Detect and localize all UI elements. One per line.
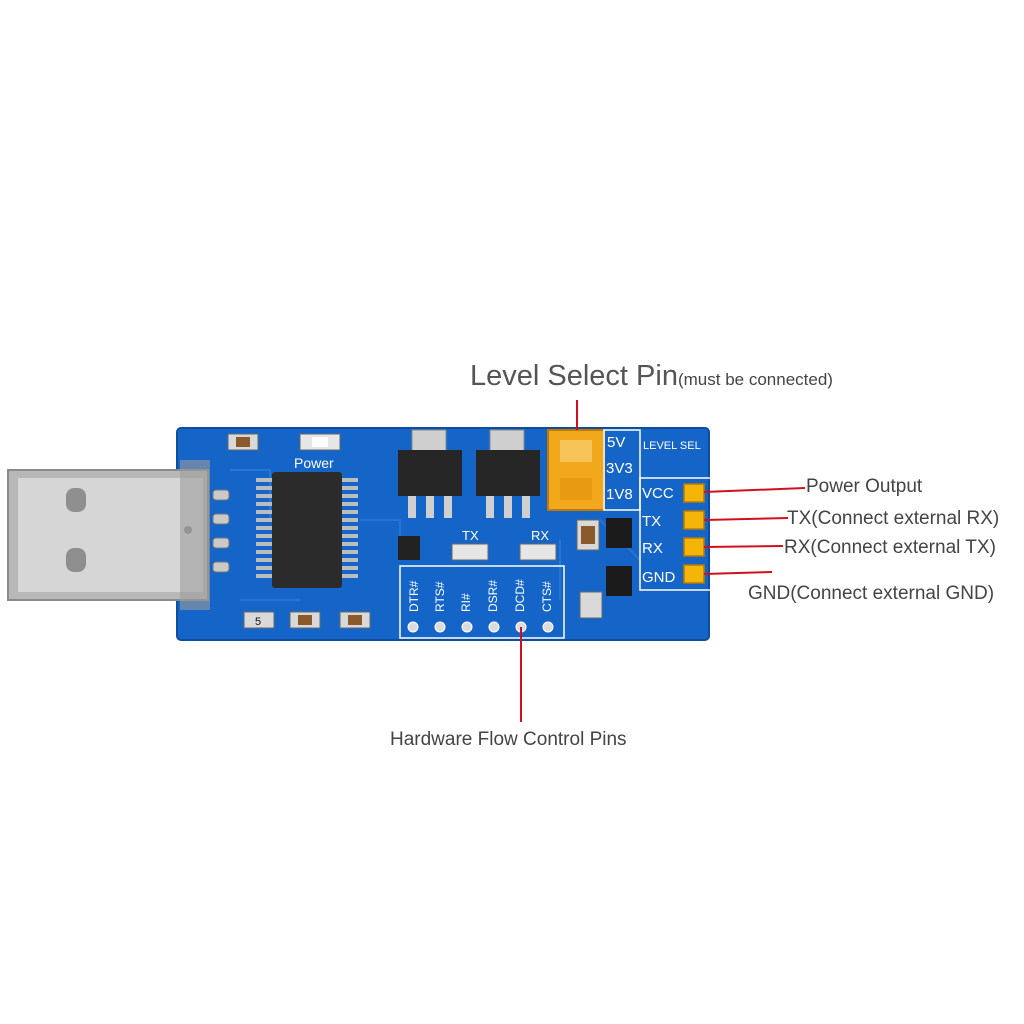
- pin-gnd: [683, 564, 705, 584]
- ft232-chip: [256, 472, 358, 588]
- leader-tx: [703, 517, 789, 521]
- resistor-code: 5: [255, 616, 261, 628]
- header-label-gnd: GND: [642, 569, 676, 586]
- flow-pin-label: DSR#: [486, 580, 500, 612]
- level-option-5v: 5V: [607, 434, 625, 451]
- level-option-1v8: 1V8: [606, 486, 633, 503]
- flow-pin-label: CTS#: [540, 581, 554, 612]
- leader-gnd: [703, 571, 773, 575]
- flow-pin-label: RI#: [459, 593, 473, 612]
- header-pin-box: [639, 477, 713, 591]
- flow-pin-label: RTS#: [433, 581, 447, 612]
- usb-a-plug: [7, 460, 210, 610]
- flow-pin-labels: DTR# RTS# RI# DSR# DCD# CTS#: [407, 579, 554, 612]
- usb-solder-pads: [212, 489, 230, 573]
- tx-led-label: TX: [462, 528, 479, 543]
- power-led-lens: [312, 437, 328, 447]
- rx-led: [519, 543, 557, 561]
- transistors: [606, 518, 632, 596]
- pin-tx: [683, 510, 705, 530]
- flow-control-callout: Hardware Flow Control Pins: [390, 729, 627, 750]
- level-sel-label: LEVEL SEL: [643, 440, 701, 452]
- level-option-box: [603, 429, 641, 511]
- header-pin-labels: VCC TX RX GND: [642, 485, 676, 586]
- tx-led: [451, 543, 489, 561]
- level-select-note: (must be connected): [677, 370, 833, 389]
- level-options: 5V 3V3 1V8: [606, 434, 633, 503]
- header-pins: [683, 483, 705, 584]
- voltage-regulator-1: [398, 429, 462, 518]
- leader-power-output: [703, 487, 806, 493]
- flow-control-pin-box: [399, 565, 565, 639]
- tx-callout: TX(Connect external RX): [787, 508, 1000, 529]
- jumper-cap-bottom: [560, 478, 592, 500]
- header-label-rx: RX: [642, 540, 663, 557]
- pin-rx: [683, 537, 705, 557]
- header-label-vcc: VCC: [642, 485, 674, 502]
- power-output-callout: Power Output: [806, 476, 923, 497]
- smd-components: [227, 433, 603, 629]
- leader-rx: [703, 545, 784, 548]
- level-select-title: Level Select Pin: [470, 360, 678, 392]
- power-led-label: Power: [294, 455, 334, 471]
- flow-pin-label: DCD#: [513, 579, 527, 612]
- rx-led-label: RX: [531, 528, 549, 543]
- leader-lines: [520, 400, 806, 722]
- voltage-regulator-2: [476, 429, 540, 518]
- jumper-cap-top: [560, 440, 592, 462]
- level-option-3v3: 3V3: [606, 460, 633, 477]
- rx-callout: RX(Connect external TX): [784, 537, 996, 558]
- level-select-callout: Level Select Pin(must be connected): [470, 360, 833, 393]
- pin-vcc: [683, 483, 705, 503]
- flow-pin-holes: [407, 621, 554, 633]
- gnd-callout: GND(Connect external GND): [748, 583, 995, 604]
- header-label-tx: TX: [642, 513, 661, 530]
- flow-pin-label: DTR#: [407, 580, 421, 612]
